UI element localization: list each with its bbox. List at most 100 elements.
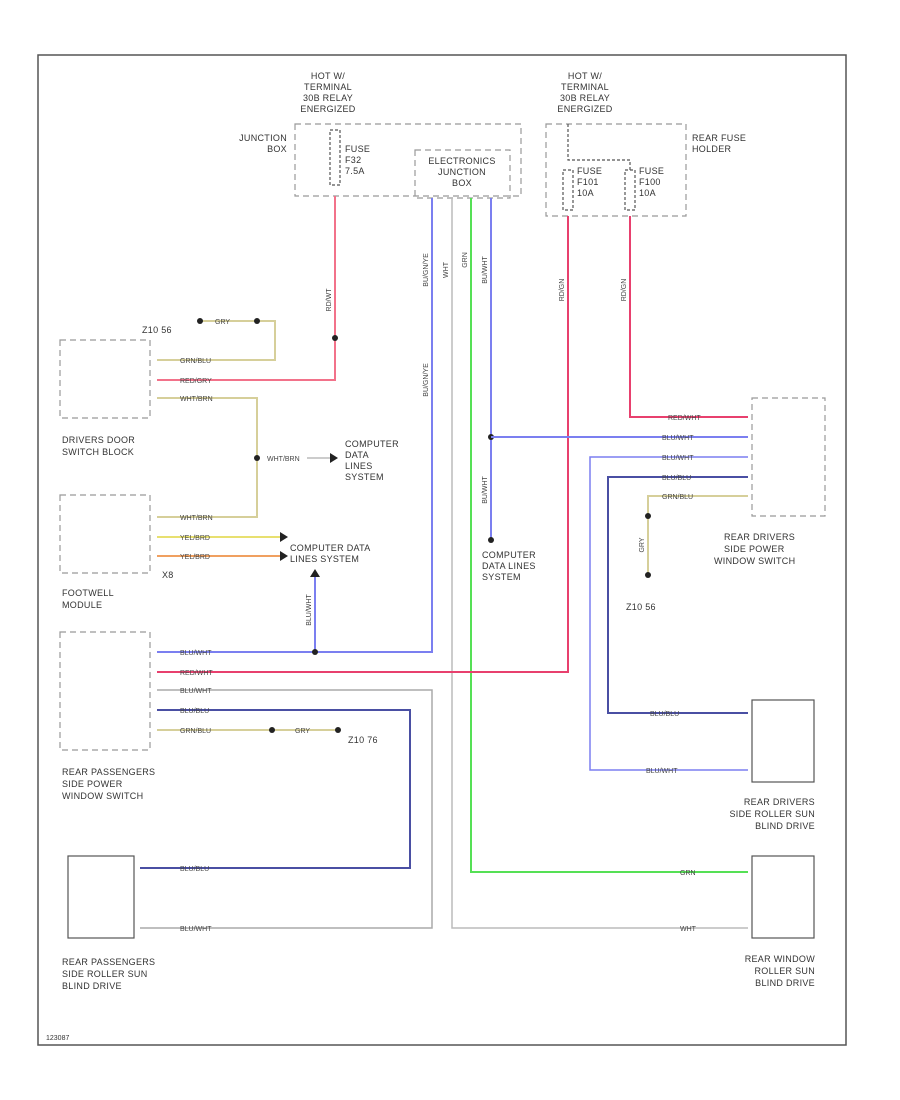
- svg-text:RED/WHT: RED/WHT: [668, 415, 701, 422]
- svg-text:FUSE: FUSE: [345, 144, 370, 154]
- svg-text:30B RELAY: 30B RELAY: [303, 93, 353, 103]
- svg-text:TERMINAL: TERMINAL: [304, 82, 352, 92]
- svg-text:SIDE POWER: SIDE POWER: [62, 779, 123, 789]
- svg-text:REAR WINDOW: REAR WINDOW: [745, 954, 815, 964]
- svg-text:BLU/WHT: BLU/WHT: [180, 650, 212, 657]
- rear-fuse-bus: [567, 124, 631, 170]
- svg-text:FOOTWELL: FOOTWELL: [62, 588, 114, 598]
- junction-box: [294, 123, 522, 197]
- cdl-2-label: COMPUTER DATA LINES SYSTEM: [290, 543, 371, 564]
- svg-text:WHT: WHT: [680, 926, 697, 933]
- hot-label-right: HOT W/ TERMINAL 30B RELAY ENERGIZED: [557, 71, 612, 114]
- svg-text:BLU/BLU: BLU/BLU: [662, 475, 691, 482]
- svg-text:30B RELAY: 30B RELAY: [560, 93, 610, 103]
- svg-text:BU/GN/YE: BU/GN/YE: [423, 363, 430, 397]
- svg-text:FUSE: FUSE: [639, 166, 664, 176]
- wire-ejb-blue-long: [157, 198, 433, 653]
- svg-text:GRY: GRY: [215, 319, 230, 326]
- svg-text:GRN: GRN: [680, 870, 696, 877]
- svg-text:ROLLER SUN: ROLLER SUN: [754, 966, 815, 976]
- svg-text:REAR PASSENGERS: REAR PASSENGERS: [62, 957, 155, 967]
- fuse-f100: [624, 169, 636, 211]
- svg-text:YEL/BRD: YEL/BRD: [180, 554, 210, 561]
- svg-text:COMPUTER DATA: COMPUTER DATA: [290, 543, 371, 553]
- svg-text:RD/GN: RD/GN: [621, 279, 628, 302]
- svg-text:HOLDER: HOLDER: [692, 144, 732, 154]
- svg-text:COMPUTER: COMPUTER: [345, 439, 399, 449]
- svg-text:BLIND DRIVE: BLIND DRIVE: [755, 821, 815, 831]
- svg-text:SIDE ROLLER SUN: SIDE ROLLER SUN: [62, 969, 148, 979]
- junction-box-label: JUNCTION BOX: [239, 133, 287, 154]
- rear-pass-blind-label: REAR PASSENGERS SIDE ROLLER SUN BLIND DR…: [62, 957, 155, 991]
- svg-text:SIDE ROLLER SUN: SIDE ROLLER SUN: [729, 809, 815, 819]
- rear-window-blind-label: REAR WINDOW ROLLER SUN BLIND DRIVE: [745, 954, 815, 988]
- svg-text:F100: F100: [639, 177, 661, 187]
- svg-text:BLU/BLU: BLU/BLU: [650, 711, 679, 718]
- rear-fuse-holder-label: REAR FUSE HOLDER: [692, 133, 746, 154]
- rear-pass-switch: [59, 631, 151, 751]
- svg-text:BLU/BLU: BLU/BLU: [180, 708, 209, 715]
- rear-window-blind-drive: [751, 855, 815, 939]
- svg-text:SIDE POWER: SIDE POWER: [724, 544, 785, 554]
- wire-ejb-green: [470, 198, 748, 873]
- svg-text:GRN/BLU: GRN/BLU: [180, 358, 211, 365]
- wire-rd-blublu: [607, 476, 748, 714]
- rear-pass-switch-label: REAR PASSENGERS SIDE POWER WINDOW SWITCH: [62, 767, 155, 801]
- wire-f32-out: [157, 196, 336, 381]
- svg-text:BU/WHT: BU/WHT: [482, 475, 489, 503]
- svg-text:REAR FUSE: REAR FUSE: [692, 133, 746, 143]
- ejb-label: ELECTRONICS JUNCTION BOX: [428, 156, 495, 188]
- svg-text:ENERGIZED: ENERGIZED: [557, 104, 612, 114]
- arrow-cdl-1: [330, 453, 338, 463]
- footwell-module: [59, 494, 151, 574]
- svg-text:7.5A: 7.5A: [345, 166, 365, 176]
- svg-text:RED/WHT: RED/WHT: [180, 670, 213, 677]
- ground-right-label: Z10 56: [626, 602, 656, 612]
- svg-text:BU/GN/YE: BU/GN/YE: [423, 253, 430, 287]
- rear-fuse-holder: [545, 123, 687, 217]
- svg-text:BLU/WHT: BLU/WHT: [646, 768, 678, 775]
- svg-text:BLU/WHT: BLU/WHT: [662, 435, 694, 442]
- svg-text:10A: 10A: [577, 188, 594, 198]
- svg-text:BOX: BOX: [452, 178, 472, 188]
- wire-rd-grnblu: [647, 495, 748, 575]
- svg-text:WINDOW SWITCH: WINDOW SWITCH: [62, 791, 143, 801]
- rear-drivers-switch: [751, 397, 826, 517]
- svg-text:LINES SYSTEM: LINES SYSTEM: [290, 554, 359, 564]
- svg-text:TERMINAL: TERMINAL: [561, 82, 609, 92]
- drivers-door-switch-block: [59, 339, 151, 419]
- svg-text:HOT W/: HOT W/: [311, 71, 345, 81]
- svg-text:BLU/WHT: BLU/WHT: [180, 926, 212, 933]
- svg-text:BLIND DRIVE: BLIND DRIVE: [755, 978, 815, 988]
- svg-text:COMPUTER: COMPUTER: [482, 550, 536, 560]
- svg-text:DATA: DATA: [345, 450, 369, 460]
- svg-text:WINDOW SWITCH: WINDOW SWITCH: [714, 556, 795, 566]
- ground-top-left-label: Z10 56: [142, 325, 172, 335]
- svg-text:HOT W/: HOT W/: [568, 71, 602, 81]
- wire-ground-gry: [157, 320, 276, 361]
- svg-text:WHT/BRN: WHT/BRN: [180, 515, 213, 522]
- svg-text:BLU/BLU: BLU/BLU: [180, 866, 209, 873]
- footwell-label: FOOTWELL MODULE: [62, 588, 114, 610]
- wire-dd-wht: [157, 397, 258, 518]
- svg-text:FUSE: FUSE: [577, 166, 602, 176]
- svg-text:WHT/BRN: WHT/BRN: [180, 396, 213, 403]
- svg-text:10A: 10A: [639, 188, 656, 198]
- drivers-door-label: DRIVERS DOOR SWITCH BLOCK: [62, 435, 135, 457]
- svg-text:REAR PASSENGERS: REAR PASSENGERS: [62, 767, 155, 777]
- wire-f100-out: [629, 216, 748, 418]
- svg-text:BU/WHT: BU/WHT: [482, 255, 489, 283]
- footer-code: 123087: [46, 1035, 69, 1042]
- rear-drivers-switch-label: REAR DRIVERS SIDE POWER WINDOW SWITCH: [714, 532, 795, 566]
- svg-text:BLU/WHT: BLU/WHT: [306, 594, 313, 626]
- wire-ejb-white: [451, 198, 748, 929]
- svg-text:GRN/BLU: GRN/BLU: [662, 494, 693, 501]
- diagram-frame: [37, 54, 847, 1046]
- svg-text:JUNCTION: JUNCTION: [438, 167, 486, 177]
- cdl-1-label: COMPUTER DATA LINES SYSTEM: [345, 439, 399, 482]
- fuse-f101-label: FUSE F101 10A: [577, 166, 602, 198]
- rear-drivers-blind-label: REAR DRIVERS SIDE ROLLER SUN BLIND DRIVE: [729, 797, 815, 831]
- fuse-f101: [562, 169, 574, 211]
- hot-label-left: HOT W/ TERMINAL 30B RELAY ENERGIZED: [300, 71, 355, 114]
